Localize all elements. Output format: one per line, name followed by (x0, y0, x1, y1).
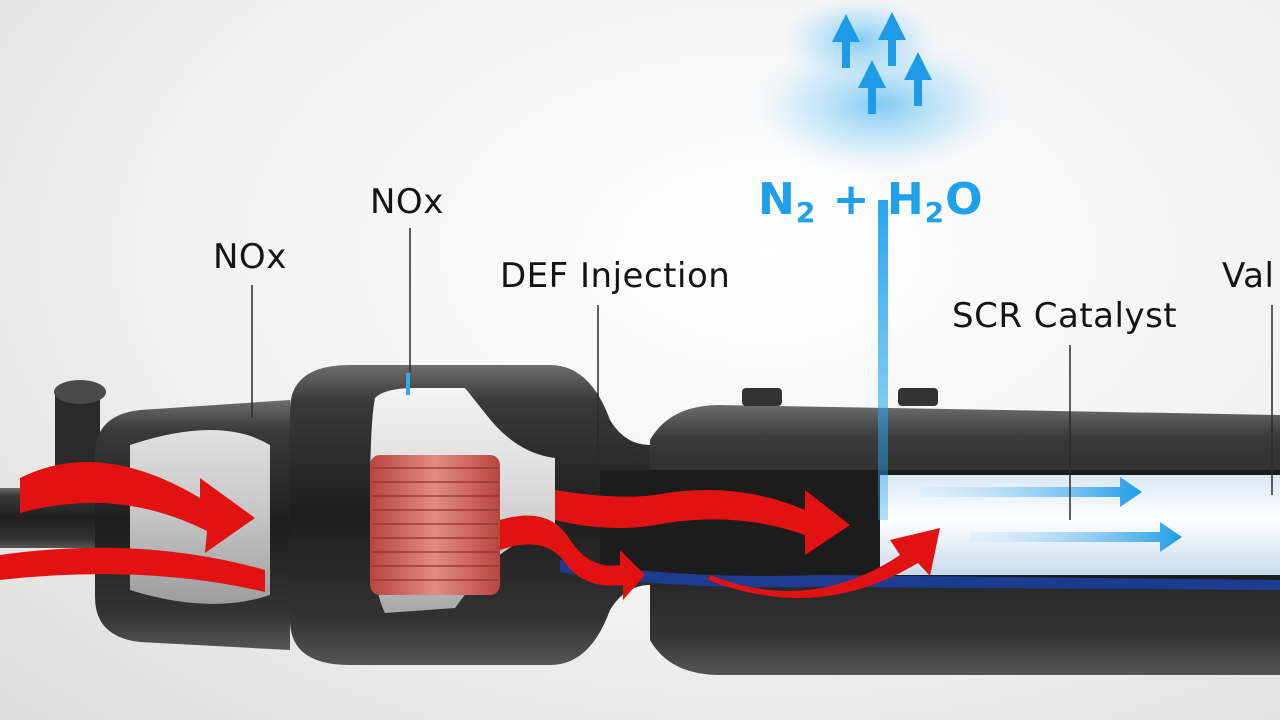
product-formula: N2 + H2O (758, 174, 984, 229)
valve-label: Val (1222, 256, 1275, 296)
red-arrow-icon (0, 462, 940, 600)
reductant-beam (878, 200, 888, 520)
nitrogen-subscript: 2 (795, 196, 817, 229)
hydrogen-subscript: 2 (924, 196, 946, 229)
leader-lines (251, 228, 1273, 520)
catalyst-core (370, 455, 500, 595)
hydrogen-symbol: H (886, 174, 925, 225)
scr-catalyst-label: SCR Catalyst (952, 296, 1178, 336)
oxidation-housing (95, 400, 290, 650)
plus-sign: + (832, 174, 871, 225)
up-arrow-icon (832, 12, 932, 114)
blue-arrow-icon (920, 477, 1182, 552)
nox-top-label: NOx (370, 182, 444, 222)
nitrogen-symbol: N (758, 174, 796, 225)
def-injection-label: DEF Injection (500, 256, 731, 296)
vapor-cloud (750, 0, 1010, 175)
nox-left-label: NOx (213, 237, 287, 277)
scr-tube (560, 388, 1280, 675)
oxygen-symbol: O (945, 174, 984, 225)
